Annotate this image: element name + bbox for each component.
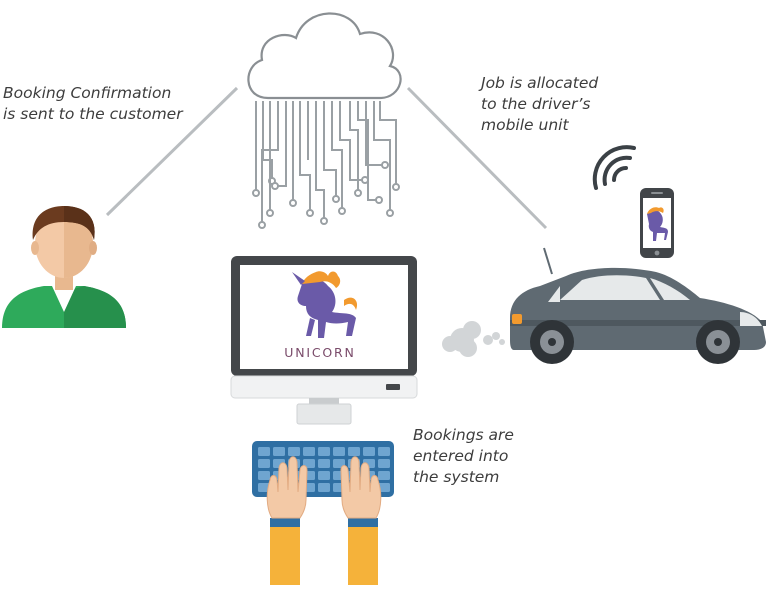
- connector-line-customer: [105, 86, 239, 217]
- caption-line: entered into: [413, 447, 509, 465]
- keyboard-key: [258, 459, 270, 468]
- caption-line: the system: [413, 468, 500, 486]
- hands-icon: [266, 456, 382, 585]
- keyboard-key: [318, 471, 330, 480]
- keyboard-key: [258, 483, 270, 492]
- wifi-signal-icon: [592, 145, 636, 190]
- keyboard-key: [348, 447, 360, 456]
- smartphone-icon: [640, 188, 674, 258]
- car-icon: [510, 247, 766, 364]
- connector-line-driver: [406, 86, 548, 230]
- keyboard-key: [258, 471, 270, 480]
- keyboard-key: [378, 471, 390, 480]
- exhaust-smoke-icon: [442, 321, 505, 357]
- keyboard-key: [378, 447, 390, 456]
- cloud-icon: [247, 12, 402, 100]
- caption-bookings-entered: Bookings are entered into the system: [413, 425, 514, 488]
- unicorn-logo: [292, 271, 358, 338]
- keyboard-key: [318, 483, 330, 492]
- keyboard-key: [333, 447, 345, 456]
- keyboard-key: [273, 447, 285, 456]
- keyboard-key: [378, 483, 390, 492]
- keyboard-key: [378, 459, 390, 468]
- caption-job-allocated: Job is allocated to the driver’s mobile …: [481, 73, 598, 136]
- keyboard-key: [318, 459, 330, 468]
- keyboard-key: [303, 447, 315, 456]
- caption-line: Job is allocated: [481, 74, 599, 92]
- customer-icon: [2, 206, 126, 328]
- keyboard-key: [288, 447, 300, 456]
- caption-line: is sent to the customer: [3, 105, 183, 123]
- caption-line: to the driver’s: [481, 95, 591, 113]
- logo-wordmark: UNICORN: [284, 345, 356, 360]
- left-hand: [266, 456, 308, 585]
- caption-booking-confirmation: Booking Confirmation is sent to the cust…: [3, 83, 183, 125]
- caption-line: Bookings are: [413, 426, 514, 444]
- keyboard-key: [258, 447, 270, 456]
- caption-line: mobile unit: [481, 116, 569, 134]
- keyboard-key: [318, 447, 330, 456]
- caption-line: Booking Confirmation: [3, 84, 172, 102]
- circuit-icon: [252, 101, 400, 229]
- right-hand: [340, 456, 382, 585]
- keyboard-key: [363, 447, 375, 456]
